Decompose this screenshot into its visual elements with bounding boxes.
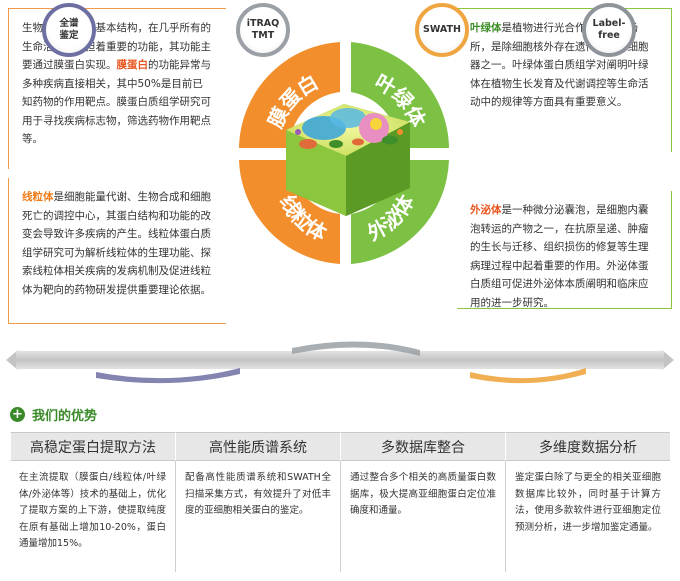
mitochondria-description: 线粒体是细胞能量代谢、生物合成和细胞死亡的调控中心，其蛋白结构和功能的改变会导致…: [8, 178, 226, 324]
advantage-body: 通过整合多个相关的高质量蛋白数据库，极大提高亚细胞蛋白定位准确度和通量。: [340, 461, 505, 572]
exosome-text: 是一种微分泌囊泡，是细胞内囊泡转运的产物之一，在抗原呈递、肿瘤的生长与迁移、组织…: [470, 204, 649, 309]
exosome-description: 外泌体是一种微分泌囊泡，是细胞内囊泡转运的产物之一，在抗原呈递、肿瘤的生长与迁移…: [457, 191, 672, 309]
advantage-heading: 多数据库整合: [340, 432, 505, 461]
advantages-heading: + 我们的优势: [10, 404, 97, 424]
chloroplast-description: 叶绿体是植物进行光合作用的主要场所，是除细胞核外存在遗传物质的细胞器之一。叶绿体…: [457, 8, 672, 152]
swoosh-gray: [292, 341, 420, 356]
quadrant-mitochondria: [239, 160, 340, 264]
mitochondria-keyword: 线粒体: [22, 191, 54, 203]
advantage-heading: 高稳定蛋白提取方法: [10, 432, 175, 461]
swoosh-yellow: [470, 368, 586, 384]
tech-swath-label: SWATH: [423, 24, 461, 35]
mitochondria-text: 是细胞能量代谢、生物合成和细胞死亡的调控中心，其蛋白结构和功能的改变会导致许多疾…: [22, 191, 211, 296]
advantages-title: 我们的优势: [32, 408, 98, 424]
tech-full-line1: 全谱: [59, 18, 79, 29]
plus-circle-icon: +: [10, 406, 25, 422]
plant-cell-illustration: [286, 104, 410, 216]
advantage-body: 鉴定蛋白除了与更全的相关亚细胞数据库比较外，同时基于计算方法，使用多款软件进行亚…: [505, 461, 670, 572]
technology-flow-band: [6, 341, 674, 384]
quadrant-membrane: [239, 42, 340, 148]
exosome-keyword: 外泌体: [470, 204, 502, 216]
chloroplast-keyword: 叶绿体: [470, 22, 502, 34]
advantage-heading: 多维度数据分析: [505, 432, 670, 461]
advantage-column: 高稳定蛋白提取方法 在主流提取（膜蛋白/线粒体/叶绿体/外泌体等）技术的基础上，…: [10, 432, 175, 572]
advantage-column: 多数据库整合 通过整合多个相关的高质量蛋白数据库，极大提高亚细胞蛋白定位准确度和…: [340, 432, 505, 572]
band-bar: [16, 351, 664, 369]
advantage-column: 多维度数据分析 鉴定蛋白除了与更全的相关亚细胞数据库比较外，同时基于计算方法，使…: [505, 432, 670, 572]
advantages-table: 高稳定蛋白提取方法 在主流提取（膜蛋白/线粒体/叶绿体/外泌体等）技术的基础上，…: [10, 432, 670, 572]
advantage-body: 配备高性能质谱系统和SWATH全扫描采集方式，有效提升了对低丰度的亚细胞相关蛋白…: [175, 461, 340, 572]
tech-itraq-line1: iTRAQ: [246, 18, 280, 29]
tech-full-spectrum-identification: 全谱鉴定: [42, 3, 96, 57]
tech-full-line2: 鉴定: [59, 30, 79, 41]
quadrant-exosome: [351, 160, 449, 264]
tech-itraq-line2: TMT: [251, 30, 275, 41]
advantage-heading: 高性能质谱系统: [175, 432, 340, 461]
membrane-protein-description: 生物膜是细胞的基本结构，在几乎所有的生命活动中承担着重要的功能，其功能主要通过膜…: [8, 8, 226, 169]
membrane-text-post: 的功能异常与多种疾病直接相关，其中50%是目前已知药物的作用靶点。膜蛋白质组学研…: [22, 59, 211, 145]
band-right-arrow: [662, 350, 674, 370]
chloroplast-text: 是植物进行光合作用的主要场所，是除细胞核外存在遗传物质的细胞器之一。叶绿体蛋白质…: [470, 22, 649, 108]
band-left-arrow: [6, 350, 18, 370]
advantage-column: 高性能质谱系统 配备高性能质谱系统和SWATH全扫描采集方式，有效提升了对低丰度…: [175, 432, 340, 572]
tech-label-line2: free: [598, 30, 620, 41]
membrane-keyword: 膜蛋白: [116, 59, 149, 71]
tech-label-line1: Label-: [592, 18, 626, 29]
advantage-body: 在主流提取（膜蛋白/线粒体/叶绿体/外泌体等）技术的基础上，优化了提取方案的上下…: [19, 472, 166, 549]
cell-diagram: 膜蛋白 叶绿体 线粒体 外泌体: [239, 42, 449, 264]
tech-label-free: Label-free: [582, 3, 636, 57]
quadrant-chloroplast: [351, 42, 449, 148]
swoosh-purple: [96, 368, 240, 384]
tech-swath: SWATH: [415, 3, 469, 57]
